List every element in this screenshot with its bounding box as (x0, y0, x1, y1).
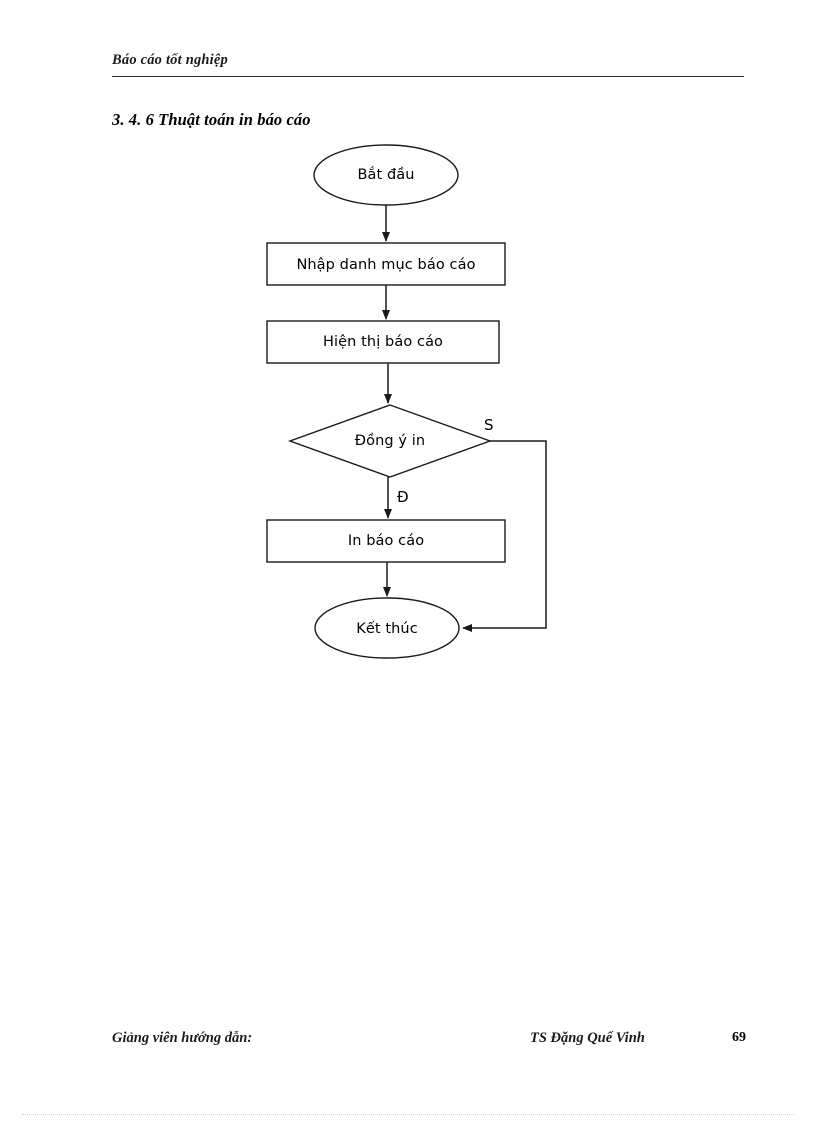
footer-supervisor-label: Giảng viên hướng dẫn: (112, 1030, 253, 1046)
footer-supervisor-name: TS Đặng Quế Vinh (530, 1030, 645, 1046)
flow-node-end (314, 597, 460, 659)
flow-node-display-label: Hiện thị báo cáo (322, 334, 444, 350)
footer-page-number: 69 (732, 1030, 746, 1045)
flow-edge-decision-to-end (462, 440, 547, 632)
header-title: Báo cáo tốt nghiệp (112, 52, 228, 68)
flow-branch-label-no: S (484, 416, 494, 434)
section-heading: 3. 4. 6 Thuật toán in báo cáo (112, 110, 311, 129)
page-footer: Giảng viên hướng dẫn: TS Đặng Quế Vinh 6… (112, 1030, 746, 1052)
flow-node-print (266, 519, 506, 563)
flow-node-input-label: Nhập danh mục báo cáo (296, 257, 476, 273)
flow-node-display (266, 320, 500, 364)
flow-node-print-label: In báo cáo (347, 533, 425, 549)
flow-node-end-label: Kết thúc (356, 621, 418, 637)
flow-branch-label-yes: Đ (397, 488, 409, 506)
page-header: Báo cáo tốt nghiệp (112, 52, 744, 69)
flow-node-decision (287, 404, 493, 478)
header-divider (112, 76, 744, 77)
flow-node-start-label: Bắt đầu (357, 167, 415, 183)
scan-edge-artifact (22, 1114, 794, 1115)
flow-node-input (266, 242, 506, 286)
flow-node-decision-label: Đồng ý in (354, 433, 426, 449)
